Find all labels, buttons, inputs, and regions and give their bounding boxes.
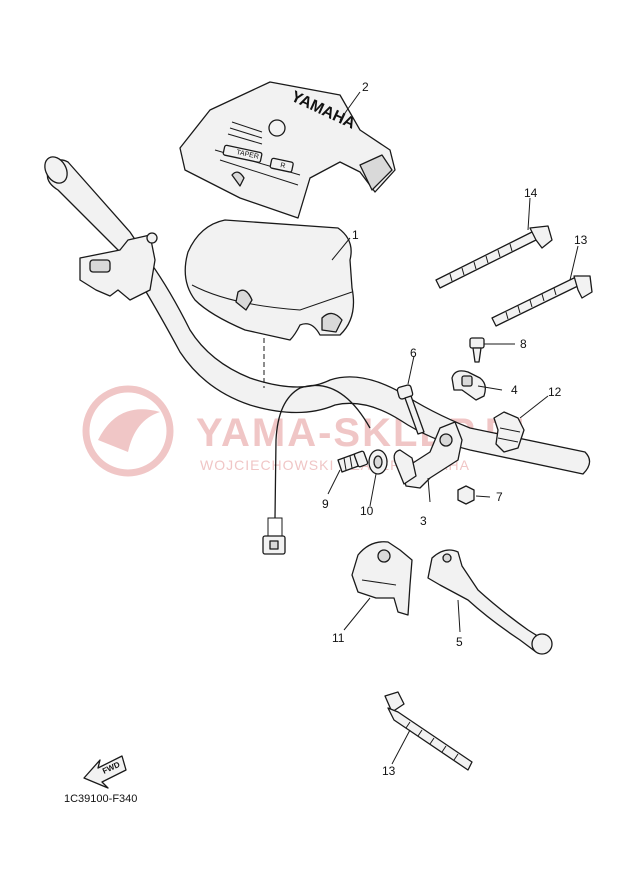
part-5-lever bbox=[427, 549, 553, 655]
callout-13-lower: 13 bbox=[382, 764, 396, 778]
callout-2: 2 bbox=[362, 80, 369, 94]
callout-4: 4 bbox=[511, 383, 518, 397]
switch-wire bbox=[262, 384, 371, 555]
part-4-clamp bbox=[451, 370, 486, 401]
handlebar bbox=[44, 156, 591, 475]
diagram-code: 1C39100-F340 bbox=[64, 793, 137, 805]
callout-5: 5 bbox=[456, 635, 463, 649]
watermark-logo bbox=[82, 385, 174, 477]
part-3-bracket bbox=[393, 421, 463, 489]
leader-lines bbox=[327, 91, 579, 765]
callout-11: 11 bbox=[332, 631, 345, 645]
left-clamp-slot bbox=[89, 259, 111, 273]
cover-badge-1 bbox=[222, 144, 263, 163]
callout-13-upper: 13 bbox=[574, 233, 588, 247]
part-8-screw bbox=[469, 337, 485, 363]
callout-8: 8 bbox=[520, 337, 527, 351]
callout-10: 10 bbox=[360, 504, 374, 518]
callout-7: 7 bbox=[496, 490, 503, 504]
callouts: 1 2 3 4 5 6 7 8 9 10 11 12 13 13 14 bbox=[322, 80, 588, 778]
callout-6: 6 bbox=[410, 346, 417, 360]
watermark-logo-mark bbox=[98, 409, 160, 452]
part-13-cable-tie-upper bbox=[491, 275, 593, 327]
cover-badge-2-text: R bbox=[280, 162, 286, 170]
fwd-arrow-icon: FWD bbox=[83, 755, 127, 789]
part-6-bolt bbox=[396, 384, 425, 435]
part-2-cover: YAMAHA TAPER R bbox=[179, 81, 396, 219]
cover-badge-2 bbox=[269, 157, 294, 173]
callout-1: 1 bbox=[352, 228, 359, 242]
callout-14: 14 bbox=[524, 186, 538, 200]
callout-3: 3 bbox=[420, 514, 427, 528]
part-12-holder bbox=[493, 411, 525, 453]
left-clamp-screw bbox=[146, 232, 158, 244]
part-14-cable-tie bbox=[435, 225, 553, 289]
part-11-lever-cover bbox=[351, 541, 413, 616]
callout-12: 12 bbox=[548, 385, 562, 399]
callout-9: 9 bbox=[322, 497, 329, 511]
left-clamp bbox=[79, 234, 156, 301]
tuning-fork-logo bbox=[268, 119, 286, 137]
part-10-nut bbox=[368, 449, 388, 475]
part-1-pad bbox=[184, 219, 355, 341]
part-9-bolt bbox=[337, 450, 369, 473]
part-7-nut bbox=[457, 485, 475, 505]
cover-badge-1-text: TAPER bbox=[236, 149, 260, 161]
part-13-cable-tie-lower bbox=[384, 691, 473, 771]
